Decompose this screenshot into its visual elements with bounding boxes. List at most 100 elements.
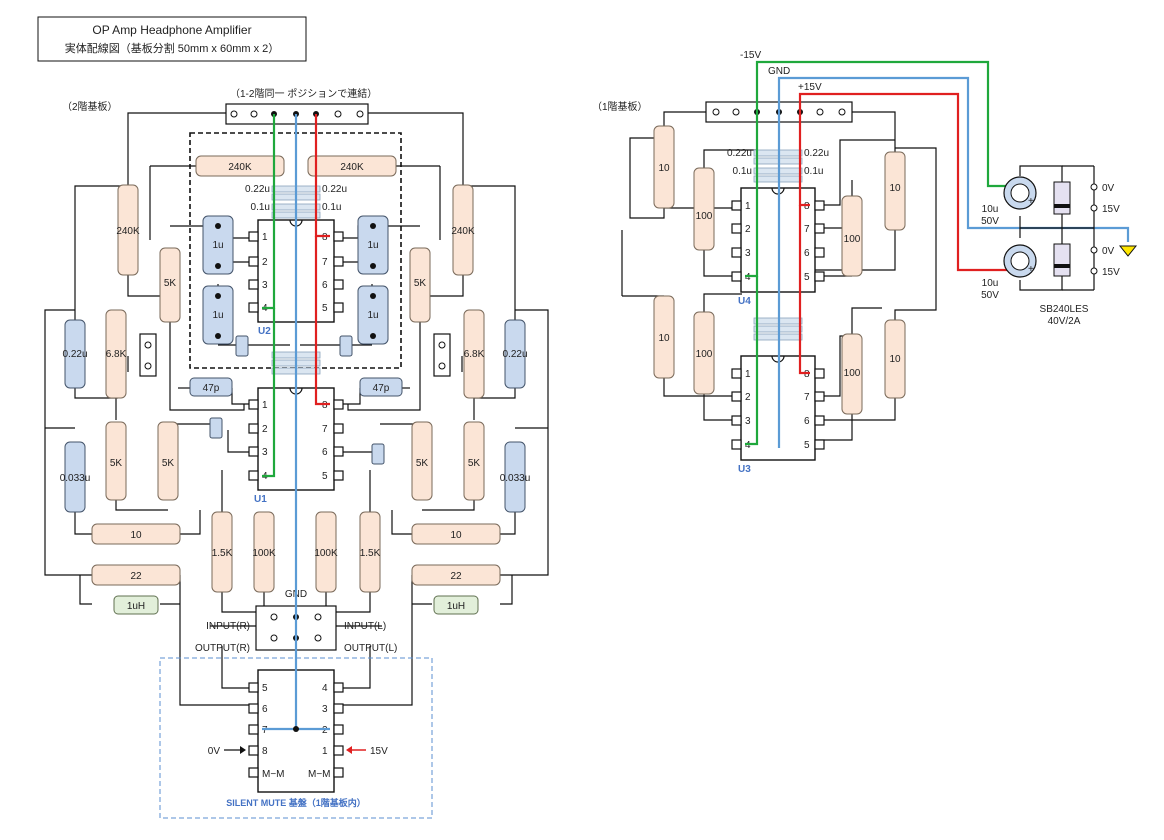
svg-text:0.1u: 0.1u xyxy=(251,202,270,213)
svg-text:47p: 47p xyxy=(203,383,220,394)
inductor-1uh-right xyxy=(433,595,479,615)
svg-text:-15V: -15V xyxy=(740,50,761,61)
svg-text:0V: 0V xyxy=(1102,183,1115,194)
resistor-5k-low-a xyxy=(105,421,127,501)
chip-silent-mute: 5 6 7 8 M−M 4 3 2 1 M−M 0V 15V SILENT MU… xyxy=(208,669,388,808)
svg-text:4: 4 xyxy=(745,440,751,451)
svg-text:50V: 50V xyxy=(981,290,999,301)
b1-resistor-10-d xyxy=(884,319,906,399)
inductor-1uh-left xyxy=(113,595,159,615)
svg-text:1: 1 xyxy=(262,400,268,411)
resistor-240k-left xyxy=(195,155,285,177)
board1-label: （1階基板） xyxy=(592,100,648,113)
svg-text:6.8K: 6.8K xyxy=(106,349,127,360)
svg-text:10: 10 xyxy=(889,354,901,365)
svg-text:8: 8 xyxy=(804,201,810,212)
svg-text:100K: 100K xyxy=(252,548,276,559)
svg-text:100: 100 xyxy=(696,211,713,222)
svg-text:0.033u: 0.033u xyxy=(500,473,531,484)
svg-text:10u: 10u xyxy=(982,278,999,289)
svg-text:10: 10 xyxy=(658,333,670,344)
diode-lower xyxy=(1053,243,1071,277)
svg-text:100: 100 xyxy=(696,349,713,360)
svg-text:47p: 47p xyxy=(373,383,390,394)
svg-text:0.22u: 0.22u xyxy=(804,148,829,159)
svg-text:3: 3 xyxy=(262,280,268,291)
resistor-10-left xyxy=(91,523,181,545)
svg-text:U4: U4 xyxy=(738,296,751,307)
svg-text:U3: U3 xyxy=(738,464,751,475)
svg-text:3: 3 xyxy=(745,248,751,259)
svg-text:M−M: M−M xyxy=(262,769,285,780)
svg-text:8: 8 xyxy=(804,369,810,380)
svg-text:7: 7 xyxy=(322,257,328,268)
svg-text:240K: 240K xyxy=(340,162,364,173)
ground-icon xyxy=(1118,245,1138,257)
svg-text:2: 2 xyxy=(745,224,751,235)
svg-text:1u: 1u xyxy=(212,240,223,251)
cap-1u-d xyxy=(357,285,389,345)
resistor-5k-low-c xyxy=(411,421,433,501)
svg-text:0.22u: 0.22u xyxy=(727,148,752,159)
svg-text:2: 2 xyxy=(262,257,268,268)
svg-text:6: 6 xyxy=(322,447,328,458)
svg-text:0.1u: 0.1u xyxy=(804,166,823,177)
svg-text:7: 7 xyxy=(804,224,810,235)
svg-text:240K: 240K xyxy=(451,226,475,237)
svg-text:1u: 1u xyxy=(212,310,223,321)
svg-text:6.8K: 6.8K xyxy=(464,349,485,360)
svg-text:1uH: 1uH xyxy=(127,601,145,612)
resistor-10-right xyxy=(411,523,501,545)
svg-text:+: + xyxy=(1028,264,1034,275)
svg-text:0.22u: 0.22u xyxy=(245,184,270,195)
film-cap-d xyxy=(371,443,385,465)
svg-text:5K: 5K xyxy=(414,278,427,289)
resistor-22-right xyxy=(411,564,501,586)
svg-text:1: 1 xyxy=(262,232,268,243)
svg-text:5: 5 xyxy=(262,683,268,694)
svg-text:6: 6 xyxy=(804,248,810,259)
b1-resistor-10-b xyxy=(884,151,906,231)
resistor-1-5k-right xyxy=(359,511,381,593)
svg-text:8: 8 xyxy=(262,746,268,757)
resistor-240k-outer-left xyxy=(117,184,139,276)
resistor-240k-outer-right xyxy=(452,184,474,276)
resistor-100k-right xyxy=(315,511,337,593)
svg-text:22: 22 xyxy=(130,571,142,582)
cap-1u-b xyxy=(202,285,234,345)
svg-text:0.22u: 0.22u xyxy=(62,349,87,360)
resistor-5k-low-d xyxy=(463,421,485,501)
cap-0-033u-left xyxy=(64,441,86,513)
jumper-right xyxy=(433,333,451,377)
svg-text:100K: 100K xyxy=(314,548,338,559)
cap-1u-a xyxy=(202,215,234,275)
board2-label: （2階基板） xyxy=(62,100,118,113)
cap-0-22u-left xyxy=(64,319,86,389)
svg-text:OUTPUT(L): OUTPUT(L) xyxy=(344,643,397,654)
svg-text:6: 6 xyxy=(804,416,810,427)
svg-text:8: 8 xyxy=(322,232,328,243)
cap-0-033u-right xyxy=(504,441,526,513)
svg-text:2: 2 xyxy=(262,424,268,435)
svg-text:8: 8 xyxy=(322,400,328,411)
svg-text:1.5K: 1.5K xyxy=(212,548,233,559)
svg-text:M−M: M−M xyxy=(308,769,331,780)
svg-text:7: 7 xyxy=(804,392,810,403)
psu-section: + + 10u 50V 10u 50V 0V 15V 0V 15V SB240L… xyxy=(981,165,1138,327)
connector-note: （1-2階同一 ポジションで連結） xyxy=(230,87,377,100)
resistor-1-5k-left xyxy=(211,511,233,593)
svg-text:5: 5 xyxy=(322,471,328,482)
b1-resistor-100-b xyxy=(841,195,863,277)
resistor-6-8k-right xyxy=(463,309,485,399)
cap-1u-c xyxy=(357,215,389,275)
svg-text:240K: 240K xyxy=(116,226,140,237)
diode-upper xyxy=(1053,181,1071,215)
svg-text:OUTPUT(R): OUTPUT(R) xyxy=(195,643,250,654)
film-cap-c xyxy=(209,417,223,439)
svg-text:1.5K: 1.5K xyxy=(360,548,381,559)
svg-text:2: 2 xyxy=(322,725,328,736)
svg-text:15V: 15V xyxy=(1102,267,1120,278)
resistor-100k-left xyxy=(253,511,275,593)
svg-text:1u: 1u xyxy=(367,240,378,251)
